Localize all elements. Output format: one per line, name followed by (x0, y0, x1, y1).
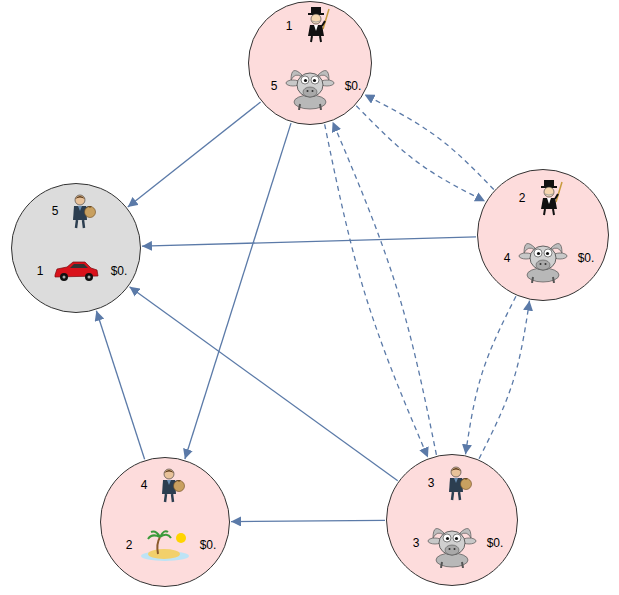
money-label: $0. (345, 80, 362, 92)
dashed-arrow (465, 296, 515, 454)
rank-number: 1 (37, 265, 44, 277)
transition-arrow (185, 123, 291, 459)
dashed-arrow (333, 122, 437, 455)
rank-number: 2 (519, 192, 526, 204)
money-label: $0. (578, 252, 595, 264)
money-label: $0. (111, 265, 128, 277)
transition-arrow (96, 311, 144, 459)
dashed-arrow (479, 301, 529, 459)
state-circle: 2 4 $0. (477, 169, 609, 301)
rank-number: 5 (52, 205, 59, 217)
rank-number: 3 (413, 537, 420, 549)
tycoon-icon (541, 180, 562, 215)
transition-arrow (129, 287, 397, 481)
rank-number: 5 (271, 80, 278, 92)
goat-icon (286, 71, 334, 110)
rank-number: 4 (504, 252, 511, 264)
goat-icon (428, 529, 476, 568)
dashed-arrow (325, 124, 428, 457)
transition-arrow (231, 520, 385, 521)
dashed-arrow (364, 95, 493, 190)
dashed-arrow (356, 106, 485, 202)
saver-icon (162, 469, 185, 502)
goat-icon (519, 244, 567, 283)
rank-number: 2 (126, 539, 133, 551)
state-circle: 3 3 $0. (386, 454, 518, 586)
car-icon (55, 262, 98, 281)
money-label: $0. (487, 537, 504, 549)
saver-icon (73, 195, 96, 228)
island-icon (141, 531, 189, 561)
state-circle: 1 5 $0. (248, 1, 372, 125)
rank-number: 3 (428, 477, 435, 489)
transition-arrow (128, 102, 261, 207)
tycoon-icon (308, 7, 329, 42)
rank-number: 4 (141, 479, 148, 491)
state-circle: 4 2 $0. (100, 457, 230, 587)
money-label: $0. (200, 539, 217, 551)
saver-icon (449, 467, 472, 500)
state-circle: 5 1 $0. (11, 183, 141, 313)
transition-arrow (142, 237, 476, 246)
rank-number: 1 (286, 20, 293, 32)
